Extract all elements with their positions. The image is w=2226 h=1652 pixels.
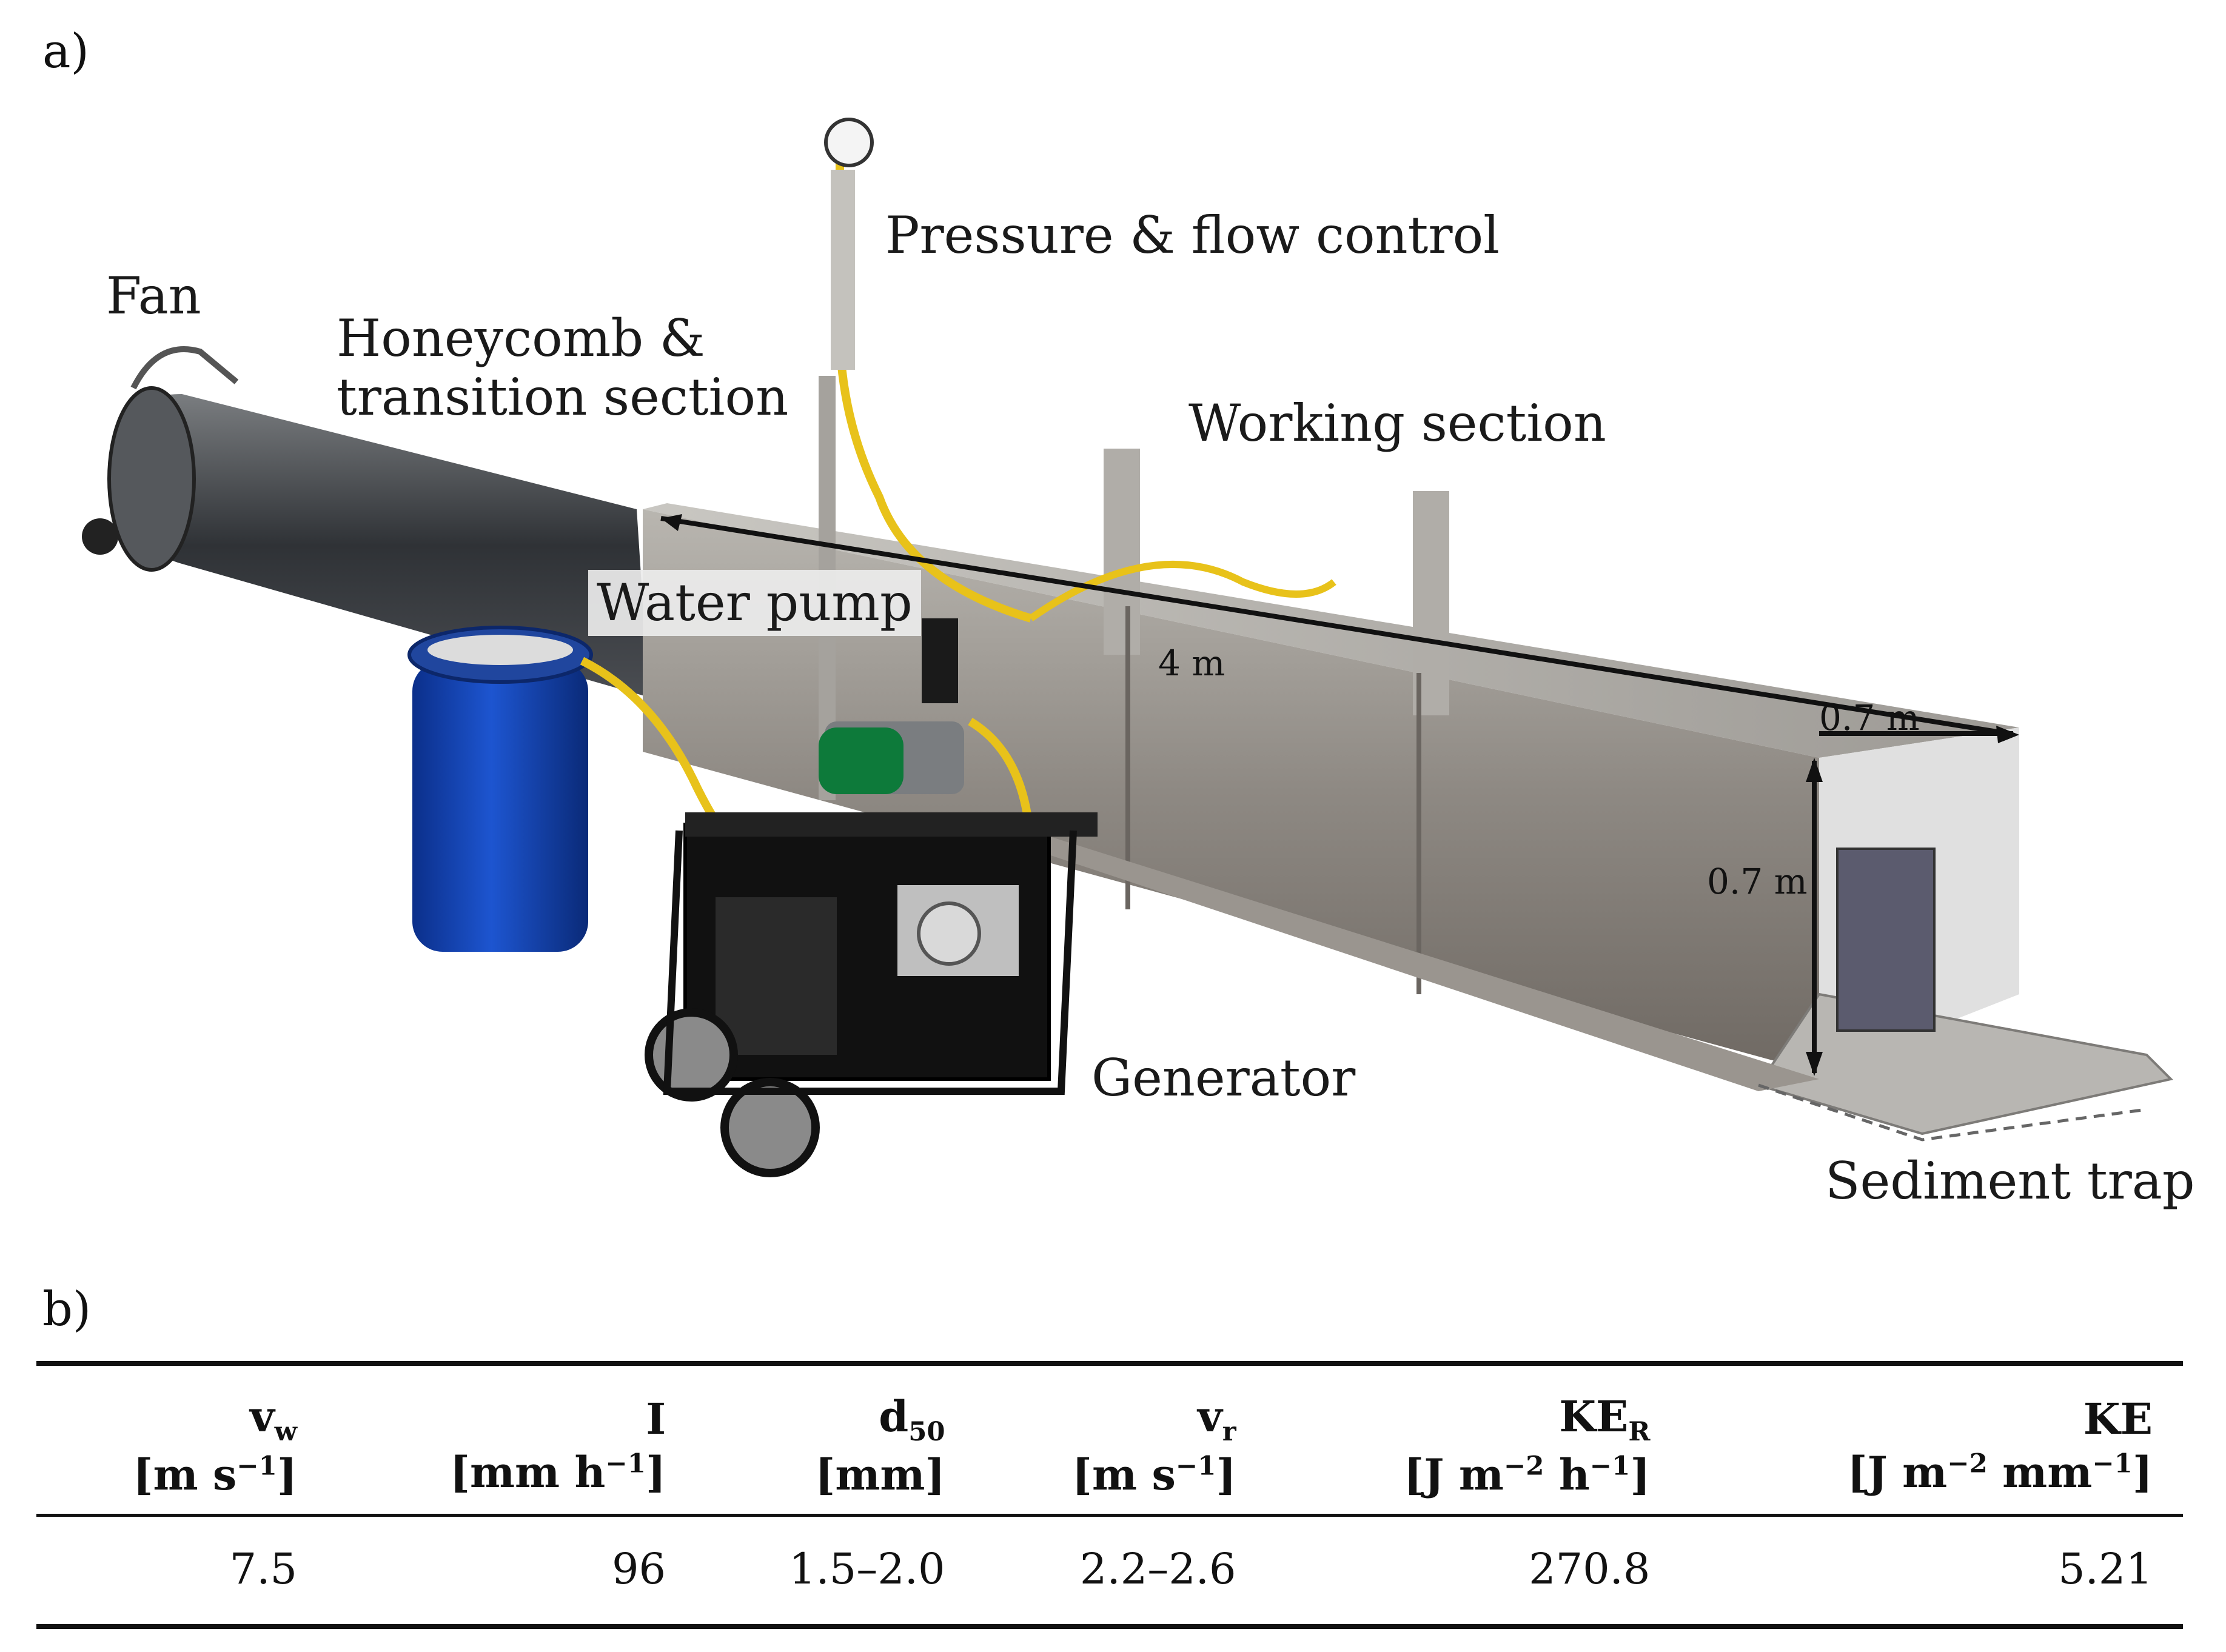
header-ke: KE [J m−2 mm−1] xyxy=(1847,1394,2153,1497)
cell-ke: 5.21 xyxy=(2058,1543,2153,1594)
label-generator: Generator xyxy=(1091,1048,1356,1108)
header-vw: vw [m s−1] xyxy=(133,1391,297,1500)
header-ker: KER [J m−2 h−1] xyxy=(1404,1391,1651,1500)
panel-b-label: b) xyxy=(42,1282,92,1337)
dim-width: 0.7 m xyxy=(1819,697,1920,738)
wind-tunnel-illustration xyxy=(82,118,2173,1177)
parameter-table: vw [m s−1] I [mm h−1] d50 [mm] vr [m s−1… xyxy=(36,1361,2183,1629)
table-header-row: vw [m s−1] I [mm h−1] d50 [mm] vr [m s−1… xyxy=(36,1363,2183,1516)
header-d50: d50 [mm] xyxy=(815,1391,945,1500)
header-i: I [mm h−1] xyxy=(449,1394,666,1497)
cell-i: 96 xyxy=(611,1543,666,1594)
cell-vw: 7.5 xyxy=(229,1543,297,1594)
label-sediment-trap: Sediment trap xyxy=(1825,1151,2195,1211)
label-water-pump: Water pump xyxy=(588,570,921,636)
label-working-section: Working section xyxy=(1188,393,1606,453)
label-fan: Fan xyxy=(106,266,201,326)
dim-height: 0.7 m xyxy=(1707,861,1808,902)
generator xyxy=(645,812,1098,1177)
table-row: 7.5 96 1.5–2.0 2.2–2.6 270.8 5.21 xyxy=(36,1515,2183,1627)
header-vr: vr [m s−1] xyxy=(1071,1391,1236,1500)
dim-length: 4 m xyxy=(1158,643,1225,684)
cell-ker: 270.8 xyxy=(1529,1543,1651,1594)
water-barrel xyxy=(407,626,731,952)
water-pump xyxy=(819,618,1035,861)
dimension-lines xyxy=(660,514,2147,1142)
cell-d50: 1.5–2.0 xyxy=(788,1543,945,1594)
wind-tunnel-photo: Fan Honeycomb & transition section Press… xyxy=(82,118,2195,1211)
panel-a-label: a) xyxy=(42,24,89,79)
label-honeycomb: Honeycomb & transition section xyxy=(337,309,789,427)
fan-duct xyxy=(82,346,649,697)
cell-vr: 2.2–2.6 xyxy=(1079,1543,1236,1594)
label-pressure-flow-control: Pressure & flow control xyxy=(885,206,1500,265)
